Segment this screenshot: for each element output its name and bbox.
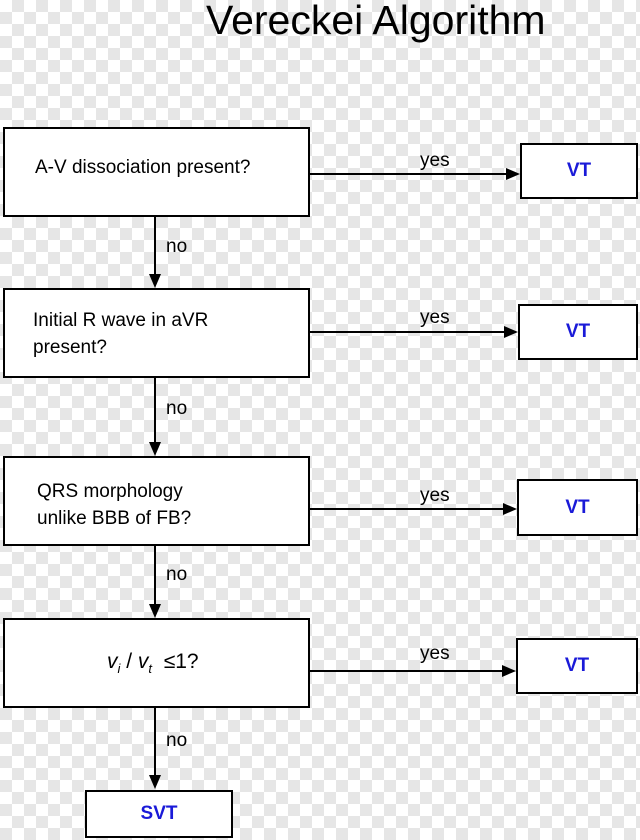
no-connector-3 xyxy=(154,546,156,605)
yes-connector-2 xyxy=(310,331,505,333)
no-connector-2 xyxy=(154,378,156,443)
yes-connector-4 xyxy=(310,670,503,672)
formula-slash: / xyxy=(120,650,138,673)
decision-box-vi-vt-ratio: vi / vt ≤1? xyxy=(3,618,310,708)
arrow-right-icon xyxy=(506,168,520,180)
no-label-4: no xyxy=(166,730,188,751)
decision-box-r-wave-avr: Initial R wave in aVR present? xyxy=(3,288,310,378)
yes-label-3: yes xyxy=(420,485,450,506)
formula-v2: v xyxy=(137,650,149,673)
decision-text-line1: QRS morphology xyxy=(37,481,183,502)
no-label-1: no xyxy=(166,236,188,257)
arrow-down-icon xyxy=(149,274,161,288)
formula-sub-t: t xyxy=(148,661,153,677)
yes-label-1: yes xyxy=(420,150,450,171)
outcome-svt: SVT xyxy=(85,790,233,838)
decision-text-line2: unlike BBB of FB? xyxy=(37,508,192,529)
arrow-right-icon xyxy=(504,326,518,338)
no-label-2: no xyxy=(166,398,188,419)
formula-sub-i: i xyxy=(117,661,121,677)
arrow-right-icon xyxy=(502,665,516,677)
formula-v: v xyxy=(107,650,118,673)
diagram-title: Vereckei Algorithm xyxy=(206,0,546,43)
no-connector-1 xyxy=(154,217,156,275)
yes-label-4: yes xyxy=(420,643,450,664)
decision-text: A-V dissociation present? xyxy=(35,157,251,178)
decision-text-line1: Initial R wave in aVR xyxy=(33,310,209,331)
outcome-vt-4: VT xyxy=(516,638,638,694)
arrow-down-icon xyxy=(149,604,161,618)
arrow-down-icon xyxy=(149,442,161,456)
outcome-vt-2: VT xyxy=(518,304,638,360)
no-connector-4 xyxy=(154,708,156,776)
formula-rest: ≤1? xyxy=(163,650,199,673)
yes-connector-1 xyxy=(310,173,507,175)
outcome-vt-1: VT xyxy=(520,143,638,199)
arrow-down-icon xyxy=(149,775,161,789)
no-label-3: no xyxy=(166,564,188,585)
decision-box-av-dissociation: A-V dissociation present? xyxy=(3,127,310,217)
decision-formula: vi / vt ≤1? xyxy=(107,648,199,682)
yes-label-2: yes xyxy=(420,307,450,328)
decision-box-qrs-morphology: QRS morphology unlike BBB of FB? xyxy=(3,456,310,546)
outcome-vt-3: VT xyxy=(517,479,638,536)
decision-text-line2: present? xyxy=(33,337,107,358)
arrow-right-icon xyxy=(503,503,517,515)
yes-connector-3 xyxy=(310,508,504,510)
